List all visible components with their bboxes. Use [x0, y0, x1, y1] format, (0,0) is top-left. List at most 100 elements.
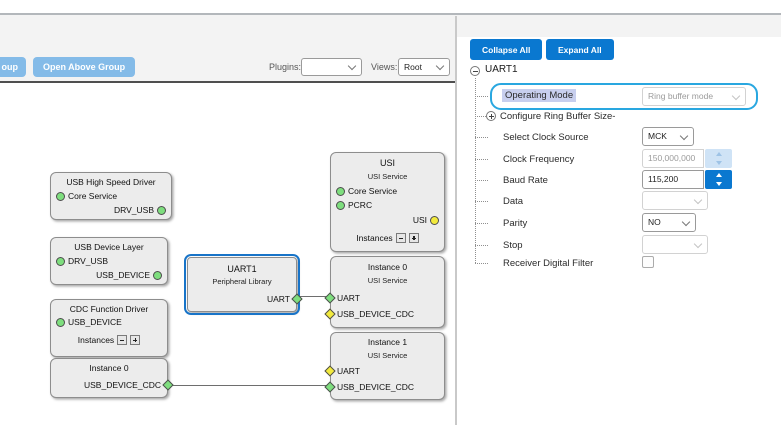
- block-usb-high-speed-driver[interactable]: USB High Speed Driver Core Service DRV_U…: [50, 172, 172, 220]
- data-label: Data: [503, 196, 524, 207]
- wire-cdc-instance0-to-usi-instance1: [168, 385, 331, 386]
- collapse-node-icon[interactable]: [470, 66, 480, 76]
- block-subtitle: USI Service: [367, 351, 408, 360]
- port-label: UART: [337, 366, 360, 376]
- port-yellow-circle[interactable]: [430, 215, 439, 225]
- open-above-group-button[interactable]: Open Above Group: [33, 57, 136, 77]
- baud-rate-label: Baud Rate: [503, 175, 548, 186]
- plugins-label: Plugins:: [269, 62, 302, 72]
- clock-frequency-spinner[interactable]: [705, 149, 732, 168]
- tree-guide-line: [475, 78, 476, 263]
- port-green-circle[interactable]: [336, 186, 345, 196]
- data-dropdown[interactable]: [642, 191, 708, 210]
- baud-rate-input[interactable]: 115,200: [642, 170, 704, 189]
- chevron-down-icon: [679, 131, 689, 140]
- block-subtitle: USI Service: [367, 172, 408, 181]
- port-green-circle[interactable]: [56, 191, 65, 201]
- chevron-down-icon: [435, 61, 445, 71]
- port-label: DRV_USB: [114, 205, 154, 215]
- block-title: CDC Function Driver: [69, 304, 149, 314]
- spinner-down-icon[interactable]: [715, 182, 722, 186]
- instances-label: Instances: [356, 233, 393, 243]
- select-clock-source-label: Select Clock Source: [503, 132, 589, 143]
- baud-rate-spinner[interactable]: [705, 170, 732, 189]
- spinner-up-icon[interactable]: [715, 152, 722, 156]
- port-label: USI: [412, 215, 427, 225]
- clock-frequency-label: Clock Frequency: [503, 154, 575, 165]
- add-instance-button[interactable]: [130, 335, 141, 345]
- collapse-all-button[interactable]: Collapse All: [470, 39, 543, 60]
- wire-uart1-to-usi-instance0: [297, 296, 331, 297]
- clock-frequency-input[interactable]: 150,000,000: [642, 149, 704, 168]
- select-clock-source-dropdown[interactable]: MCK: [642, 127, 694, 146]
- chevron-down-icon: [681, 217, 691, 226]
- port-green-circle[interactable]: [153, 270, 162, 280]
- tree-guide-line: [475, 116, 486, 117]
- block-subtitle: USI Service: [367, 276, 408, 285]
- port-label: Core Service: [348, 186, 398, 196]
- remove-instance-button[interactable]: [117, 335, 128, 345]
- block-subtitle: Peripheral Library: [212, 277, 272, 286]
- port-label: USB_DEVICE_CDC: [84, 380, 161, 390]
- chevron-down-icon: [347, 61, 357, 71]
- port-label: PCRC: [348, 200, 373, 210]
- chevron-down-icon: [693, 195, 703, 204]
- receiver-digital-filter-label: Receiver Digital Filter: [503, 258, 594, 269]
- block-title: Instance 0: [89, 363, 129, 373]
- operating-mode-dropdown[interactable]: Ring buffer mode: [642, 87, 746, 106]
- plugins-dropdown[interactable]: [301, 58, 362, 76]
- port-label: USB_DEVICE_CDC: [337, 309, 414, 319]
- tree-root-uart1[interactable]: UART1: [485, 64, 518, 75]
- port-label: USB_DEVICE_CDC: [337, 382, 414, 392]
- views-dropdown[interactable]: Root: [398, 58, 450, 76]
- port-label: UART: [267, 294, 290, 304]
- tree-guide-line: [475, 137, 488, 138]
- group-button-partial[interactable]: oup: [0, 57, 26, 77]
- tree-guide-line: [475, 159, 488, 160]
- toolbar-band: [0, 15, 781, 37]
- panel-divider[interactable]: [455, 16, 457, 425]
- block-cdc-instance-0[interactable]: Instance 0 USB_DEVICE_CDC: [50, 358, 174, 398]
- port-label: UART: [337, 293, 360, 303]
- chevron-down-icon: [731, 91, 741, 100]
- parity-label: Parity: [503, 218, 528, 229]
- receiver-digital-filter-checkbox[interactable]: [642, 256, 654, 268]
- remove-instance-button[interactable]: [395, 233, 406, 243]
- tree-guide-line: [475, 96, 488, 97]
- expand-node-icon[interactable]: [486, 111, 496, 121]
- block-title: UART1: [227, 264, 257, 274]
- tree-guide-line: [475, 263, 488, 264]
- block-title: USB High Speed Driver: [66, 177, 156, 187]
- top-divider-line: [0, 13, 781, 15]
- port-green-circle[interactable]: [157, 205, 166, 215]
- block-title: Instance 1: [367, 337, 408, 347]
- block-title: Instance 0: [367, 262, 408, 272]
- block-usi-instance-0[interactable]: Instance 0 USI Service UART USB_DEVICE_C…: [324, 256, 445, 328]
- port-green-circle[interactable]: [336, 200, 345, 210]
- block-uart1-selected[interactable]: UART1 Peripheral Library UART: [184, 254, 303, 315]
- spinner-up-icon[interactable]: [715, 173, 722, 177]
- block-title: USB Device Layer: [74, 242, 144, 252]
- clock-source-value: MCK: [648, 131, 667, 141]
- stop-label: Stop: [503, 240, 523, 251]
- operating-mode-label[interactable]: Operating Mode: [502, 89, 577, 102]
- views-value: Root: [404, 62, 422, 72]
- port-green-circle[interactable]: [56, 256, 65, 266]
- tree-guide-line: [475, 201, 488, 202]
- chevron-down-icon: [693, 239, 703, 248]
- add-instance-button[interactable]: [408, 233, 419, 243]
- block-usi[interactable]: USI USI Service Core Service PCRC USI In…: [330, 152, 445, 252]
- parity-dropdown[interactable]: NO: [642, 213, 696, 232]
- stop-dropdown[interactable]: [642, 235, 708, 254]
- views-label: Views:: [371, 62, 398, 72]
- block-usi-instance-1[interactable]: Instance 1 USI Service UART USB_DEVICE_C…: [324, 332, 445, 400]
- spinner-down-icon[interactable]: [715, 161, 722, 165]
- expand-all-button[interactable]: Expand All: [546, 39, 614, 60]
- port-green-circle[interactable]: [56, 317, 65, 327]
- block-title: USI: [379, 158, 395, 168]
- configure-ring-buffer-label[interactable]: Configure Ring Buffer Size-: [500, 111, 616, 122]
- tree-guide-line: [475, 180, 488, 181]
- block-usb-device-layer[interactable]: USB Device Layer DRV_USB USB_DEVICE: [50, 237, 168, 285]
- block-cdc-function-driver[interactable]: CDC Function Driver USB_DEVICE Instances: [50, 299, 168, 357]
